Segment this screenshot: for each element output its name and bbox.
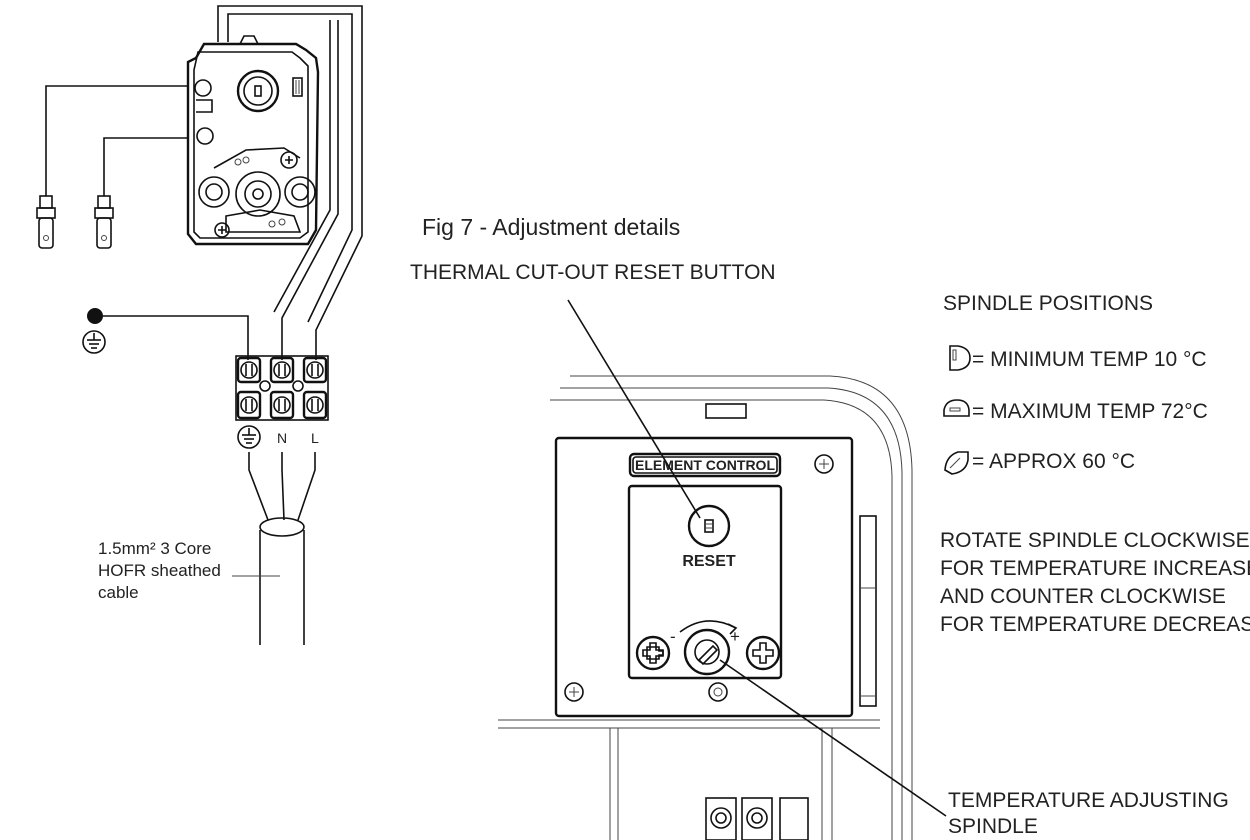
cable-label-line-1: 1.5mm² 3 Core	[98, 539, 211, 558]
cable-label-line-2: HOFR sheathed	[98, 561, 221, 580]
terminal-n-top	[269, 356, 295, 384]
terminal-l-top	[302, 356, 328, 384]
terminal-label-l: L	[311, 430, 319, 446]
terminal-n-bottom	[269, 390, 295, 420]
instruction-line-2: FOR TEMPERATURE INCREASE	[940, 557, 1250, 580]
element-control-panel: ELEMENT CONTROL RESET - +	[498, 375, 913, 840]
instruction-line-4: FOR TEMPERATURE DECREASE	[940, 613, 1250, 636]
earth-lead	[82, 308, 249, 360]
figure-title: Fig 7 - Adjustment details	[422, 214, 680, 240]
terminal-earth-top	[236, 356, 262, 384]
terminal-block: N L	[235, 355, 329, 449]
spindle-approx-text: = APPROX 60 °C	[972, 450, 1135, 473]
spindle-max-text: = MAXIMUM TEMP 72°C	[972, 400, 1208, 423]
spindle-min-icon	[949, 345, 971, 371]
spindle-min-text: = MINIMUM TEMP 10 °C	[972, 348, 1207, 371]
instruction-line-3: AND COUNTER CLOCKWISE	[940, 585, 1226, 608]
terminal-earth-icon	[237, 425, 261, 449]
thermostat-unit	[186, 5, 363, 360]
earth-icon	[82, 330, 106, 354]
reset-callout: THERMAL CUT-OUT RESET BUTTON	[410, 261, 776, 284]
spindle-plus: +	[730, 627, 740, 646]
temperature-spindle	[679, 620, 738, 676]
spindle-leader-line	[719, 659, 947, 817]
spindle-positions-heading: SPINDLE POSITIONS	[943, 292, 1153, 315]
reset-button	[687, 504, 731, 548]
element-control-label: ELEMENT CONTROL	[635, 457, 775, 473]
terminal-earth-bottom	[236, 390, 262, 420]
reset-label: RESET	[682, 553, 736, 570]
spindle-callout-line-1: TEMPERATURE ADJUSTING	[948, 789, 1229, 812]
spade-connectors	[36, 85, 188, 249]
spindle-minus: -	[670, 627, 676, 646]
cover-screw-right	[745, 635, 781, 671]
lower-terminals	[705, 797, 809, 840]
panel-screw-top-right	[814, 454, 834, 474]
terminal-label-n: N	[277, 430, 287, 446]
spindle-max-icon	[943, 399, 970, 417]
spindle-callout-line-2: SPINDLE	[948, 815, 1038, 838]
panel-screw-bottom-left	[564, 682, 584, 702]
supply-cable	[232, 452, 316, 645]
instruction-line-1: ROTATE SPINDLE CLOCKWISE	[940, 529, 1250, 552]
spindle-approx-icon	[944, 451, 969, 475]
cover-screw-left	[635, 635, 671, 671]
cable-label-line-3: cable	[98, 583, 139, 602]
reset-leader-line	[567, 299, 701, 519]
terminal-l-bottom	[302, 390, 328, 420]
